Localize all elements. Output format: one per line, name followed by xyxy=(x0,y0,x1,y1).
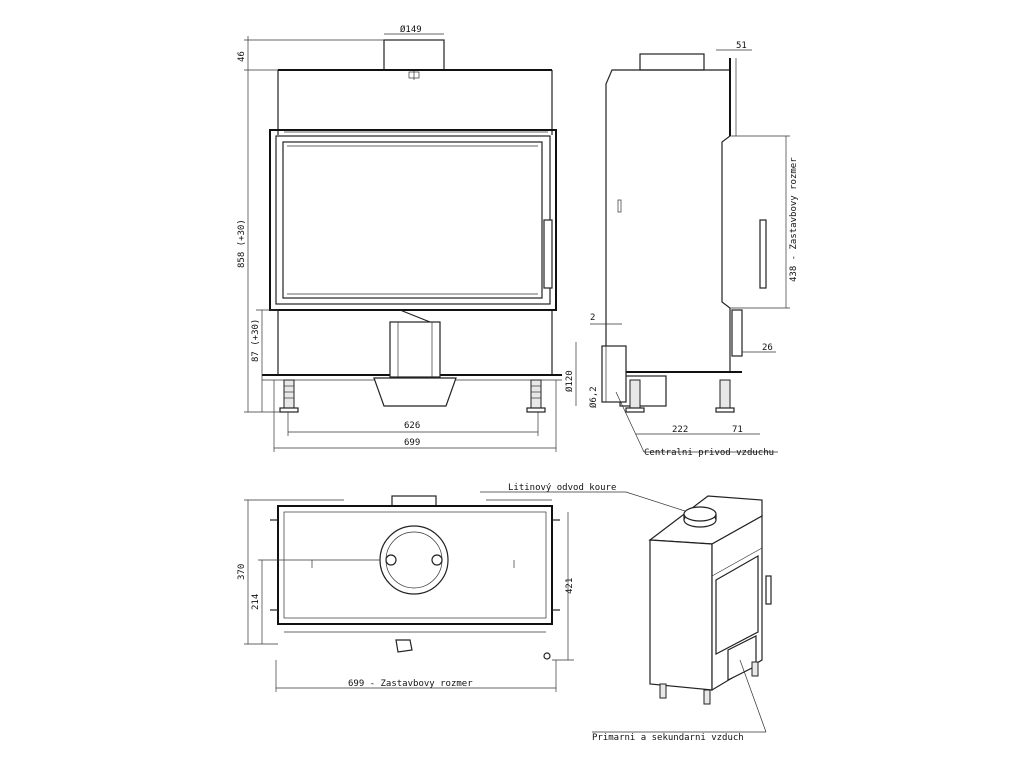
side-opening-dim-label: 438 - Zastavbovy rozmer xyxy=(789,157,799,282)
front-leg-right xyxy=(526,379,546,413)
side-body-outline xyxy=(605,69,731,373)
side-central-air-label: Centralni privod vzduchu xyxy=(644,448,774,458)
top-flue-collar xyxy=(391,495,437,507)
side-right-small-dim-label: 26 xyxy=(762,343,773,353)
front-view: Ø149 46 858 (+30) 87 (+30) 626 699 xyxy=(237,24,562,452)
top-flue-label: Litinový odvod koure xyxy=(508,483,616,493)
side-door-handle xyxy=(759,219,767,289)
front-inner-width-label: 626 xyxy=(404,421,420,431)
iso-side-face xyxy=(649,539,713,691)
top-ash-drawer xyxy=(395,639,413,653)
front-legs-dim-label: 87 (+30) xyxy=(251,319,261,362)
side-view: 51 438 - Zastavbovy rozmer 2 26 Ø120 Ø6,… xyxy=(564,41,799,458)
top-width-dim-label: 699 - Zastavbovy rozmer xyxy=(348,679,473,689)
front-top-dim-label: 46 xyxy=(237,51,247,62)
front-ash-drawer xyxy=(373,377,457,407)
iso-glass xyxy=(715,554,759,655)
front-frame-outer xyxy=(269,129,557,311)
top-center-dim-label: 214 xyxy=(251,594,261,610)
side-air-inlet xyxy=(601,345,627,403)
iso-handle xyxy=(765,575,772,605)
top-body-outline xyxy=(277,505,553,625)
side-leg-rear xyxy=(715,379,735,413)
side-leg-front xyxy=(625,379,645,413)
side-depth-dim-label: 222 xyxy=(672,425,688,435)
top-view: 370 214 421 699 - Zastavbovy rozmer Liti… xyxy=(237,483,689,692)
front-total-width-label: 699 xyxy=(404,438,420,448)
side-rear-dim-label: 71 xyxy=(732,425,743,435)
front-door-handle xyxy=(543,219,553,289)
top-right-dim-label: 421 xyxy=(565,578,575,594)
front-leg-left xyxy=(279,379,299,413)
front-glass xyxy=(282,141,543,299)
iso-view: Primarni a sekundarni vzduch xyxy=(592,495,772,743)
side-flue-collar xyxy=(639,53,705,71)
front-flue-diameter-label: Ø149 xyxy=(400,24,422,35)
front-flue-collar xyxy=(383,39,445,71)
side-air-diameter-label: Ø120 xyxy=(564,370,575,392)
side-small-dim-label: 2 xyxy=(590,313,595,323)
side-top-offset-label: 51 xyxy=(736,41,747,51)
front-air-inlet xyxy=(389,321,441,378)
top-depth-dim-label: 370 xyxy=(237,564,247,580)
side-air-inner-label: Ø6,2 xyxy=(588,386,599,408)
iso-air-label: Primarni a sekundarni vzduch xyxy=(592,733,744,743)
front-height-dim-label: 858 (+30) xyxy=(237,219,247,268)
